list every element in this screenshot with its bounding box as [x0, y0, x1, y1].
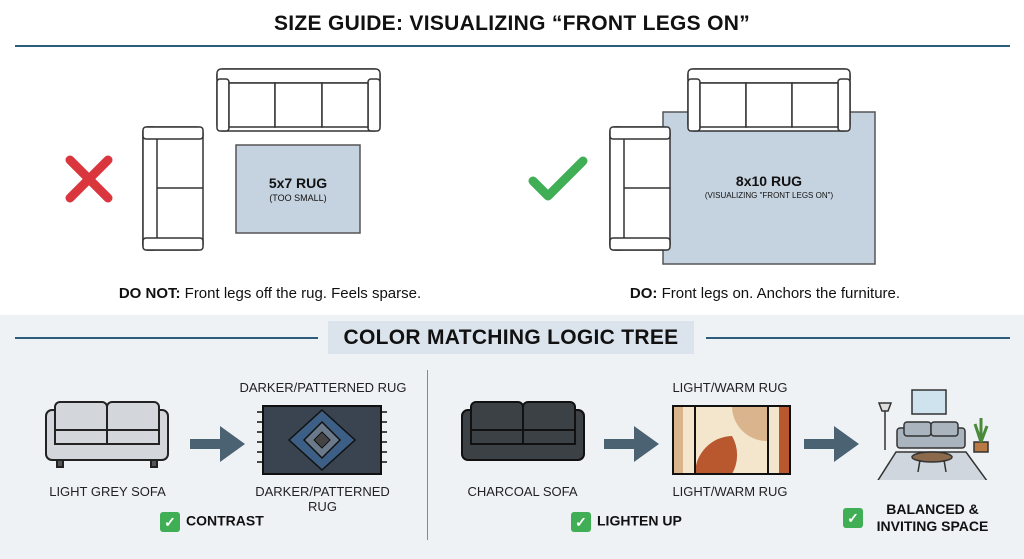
light-warm-rug-icon	[672, 405, 791, 475]
dont-caption: DO NOT: Front legs off the rug. Feels sp…	[118, 285, 422, 302]
arrow-icon	[604, 426, 659, 462]
size-guide-diagrams	[65, 68, 876, 265]
rug-bottom-label: DARKER/PATTERNED RUG	[255, 484, 390, 514]
sofa-label: LIGHT GREY SOFA	[49, 484, 166, 499]
sofa-label: CHARCOAL SOFA	[467, 484, 578, 499]
rug-size: 8x10 RUG	[735, 173, 803, 189]
rug-note: (TOO SMALL)	[269, 193, 327, 203]
result-balanced: BALANCED &INVITING SPACE	[876, 501, 989, 534]
green-check-icon	[528, 156, 588, 201]
divider	[427, 370, 428, 540]
color-tree-title: COLOR MATCHING LOGIC TREE	[328, 321, 694, 354]
arrow-icon	[804, 426, 859, 462]
sofa-top-left	[216, 68, 381, 132]
divider	[15, 45, 1010, 47]
rug-size: 5x7 RUG	[268, 175, 328, 191]
red-x-icon	[65, 155, 113, 203]
light-grey-sofa-icon	[45, 401, 169, 468]
result-contrast: ✓CONTRAST	[160, 512, 264, 532]
size-guide-title: SIZE GUIDE: VISUALIZING “FRONT LEGS ON”	[273, 12, 751, 35]
check-icon: ✓	[160, 512, 180, 532]
rug-8x10	[662, 111, 876, 265]
rug-top-label: LIGHT/WARM RUG	[672, 380, 788, 395]
rug-top-label: DARKER/PATTERNED RUG	[239, 380, 407, 395]
rug-8x10-label: 8x10 RUG (VISUALIZING "FRONT LEGS ON")	[663, 173, 875, 200]
check-icon: ✓	[843, 508, 869, 528]
rug-5x7-label: 5x7 RUG (TOO SMALL)	[236, 175, 360, 203]
divider	[15, 337, 318, 339]
rug-bottom-label: LIGHT/WARM RUG	[672, 484, 788, 499]
divider	[706, 337, 1010, 339]
arrow-icon	[190, 426, 245, 462]
rug-note: (VISUALIZING "FRONT LEGS ON")	[704, 191, 834, 200]
charcoal-sofa-icon	[461, 401, 585, 461]
sofa-top-right	[687, 68, 851, 132]
living-room-icon	[877, 389, 989, 480]
sofa-side-right	[609, 126, 671, 251]
do-caption: DO: Front legs on. Anchors the furniture…	[629, 285, 901, 302]
check-icon: ✓	[571, 512, 591, 532]
sofa-side-left	[142, 126, 204, 251]
darker-patterned-rug-icon	[257, 405, 387, 475]
color-tree-diagrams	[45, 389, 989, 480]
result-lighten-up: ✓LIGHTEN UP	[571, 512, 682, 532]
rug-5x7	[235, 144, 361, 234]
